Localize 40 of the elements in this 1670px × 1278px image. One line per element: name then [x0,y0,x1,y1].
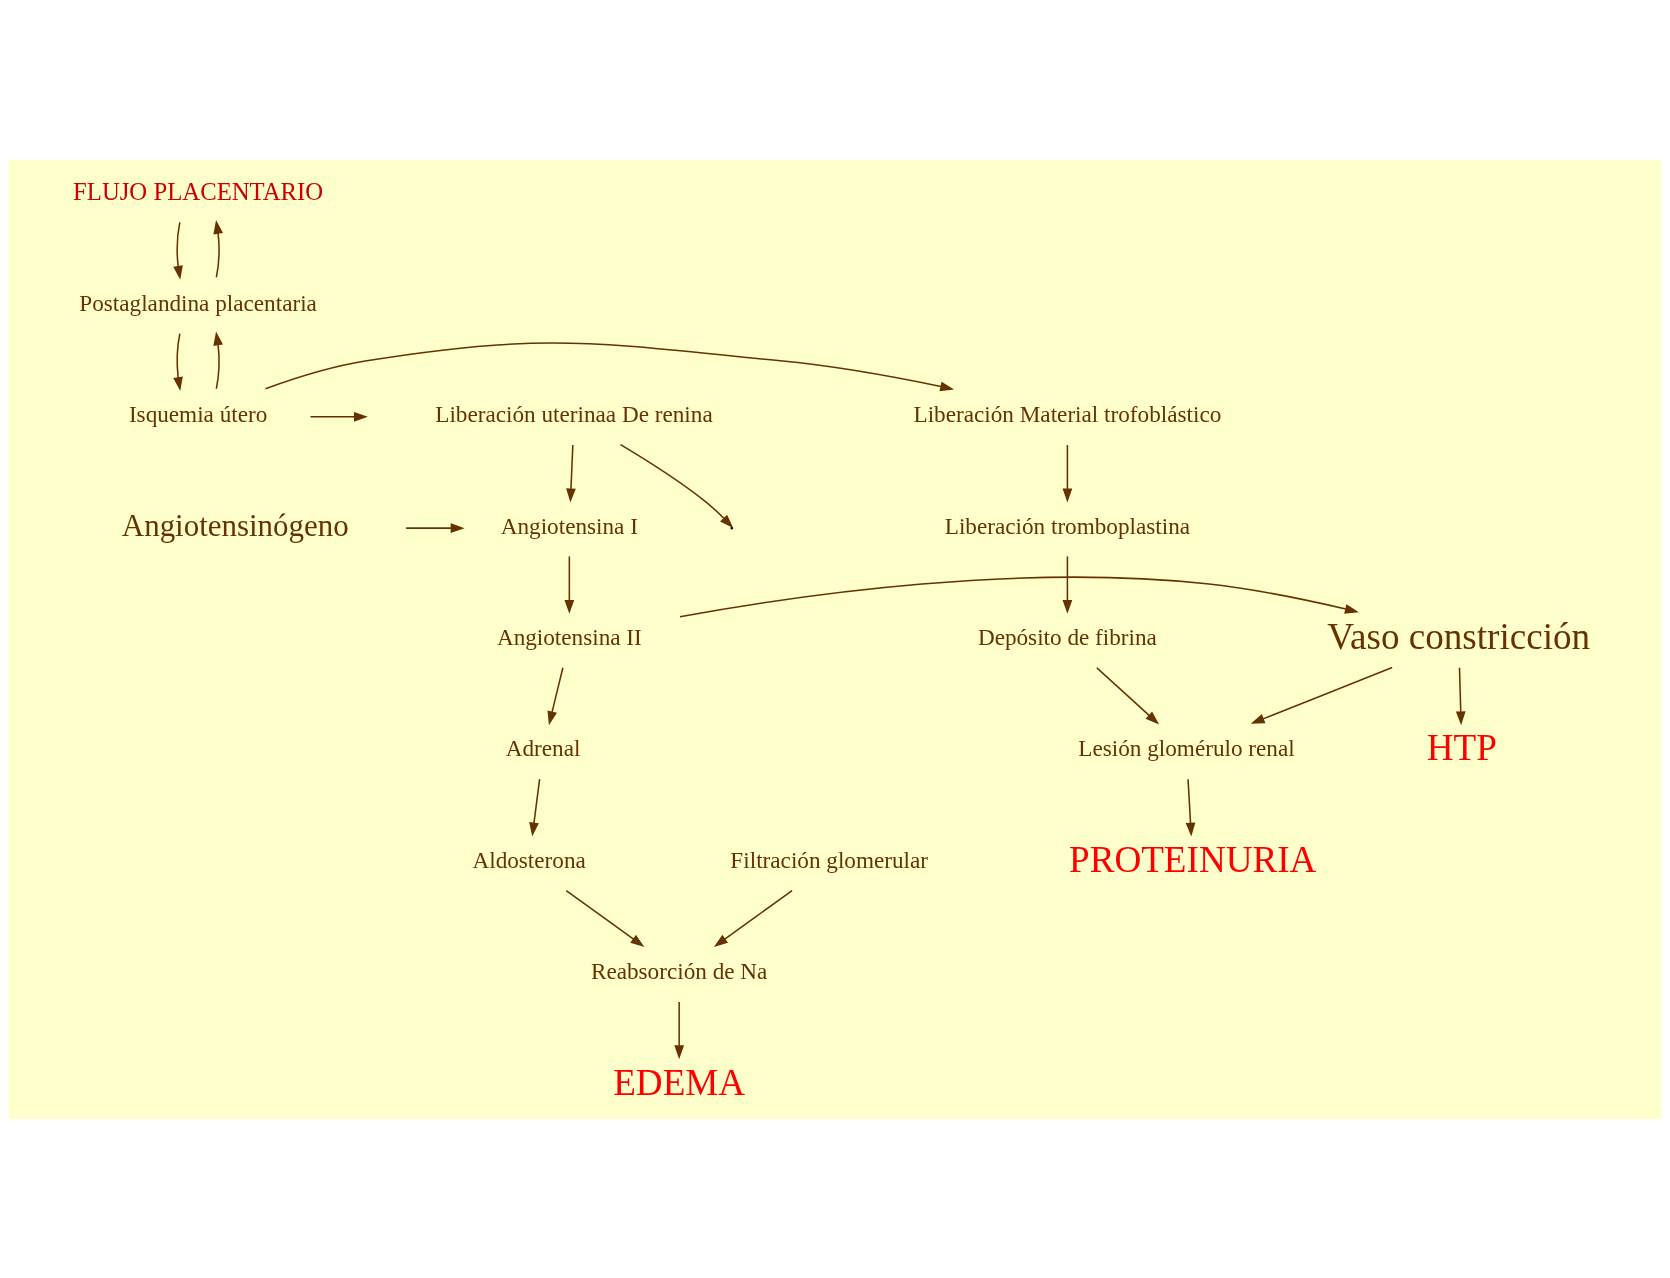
node-text: EDEMA [613,1061,746,1103]
node-text: Aldosterona [472,846,586,873]
arrow [309,411,368,422]
node-text: Isquemia útero [128,400,268,427]
node-text: PROTEINURIA [1069,838,1317,880]
arrow [173,332,183,391]
arrow [405,522,465,533]
node-text: Postaglandina placentaria [79,289,317,316]
arrow [547,666,564,725]
node-text: Depósito de fibrina [977,623,1157,650]
arrow [1096,666,1160,724]
node-text: Liberación Material trofoblástico [913,400,1222,427]
arrow [173,221,183,280]
arrow [713,889,793,947]
arrow [565,889,645,947]
node-text: Angiotensina I [500,512,638,539]
arrow [1185,777,1196,837]
arrow [213,330,224,390]
node-text: Reabsorción de Na [590,957,768,984]
arrow [1062,555,1073,614]
arrow [566,443,576,502]
node-text: Vaso constricción [1327,615,1591,657]
arrow [564,555,575,614]
arrow [674,1000,685,1059]
node-text: Lesión glomérulo renal [1078,734,1295,761]
node-text: Adrenal [505,734,581,761]
node-text: Liberación uterinaa De renina [435,400,713,427]
arrow [213,219,224,278]
arrow [1062,443,1073,502]
node-text: HTP [1426,726,1497,768]
arrow [529,777,541,837]
arrow [1455,666,1466,725]
arrow [1250,666,1393,724]
node-text: FLUJO PLACENTARIO [73,177,324,205]
node-text: Angiotensinógeno [121,507,349,543]
arrow [679,575,1359,617]
node-text: Angiotensina II [496,623,642,650]
node-text: Liberación tromboplastina [944,512,1191,539]
node-text: Filtración glomerular [730,846,929,873]
arrow [264,341,955,391]
